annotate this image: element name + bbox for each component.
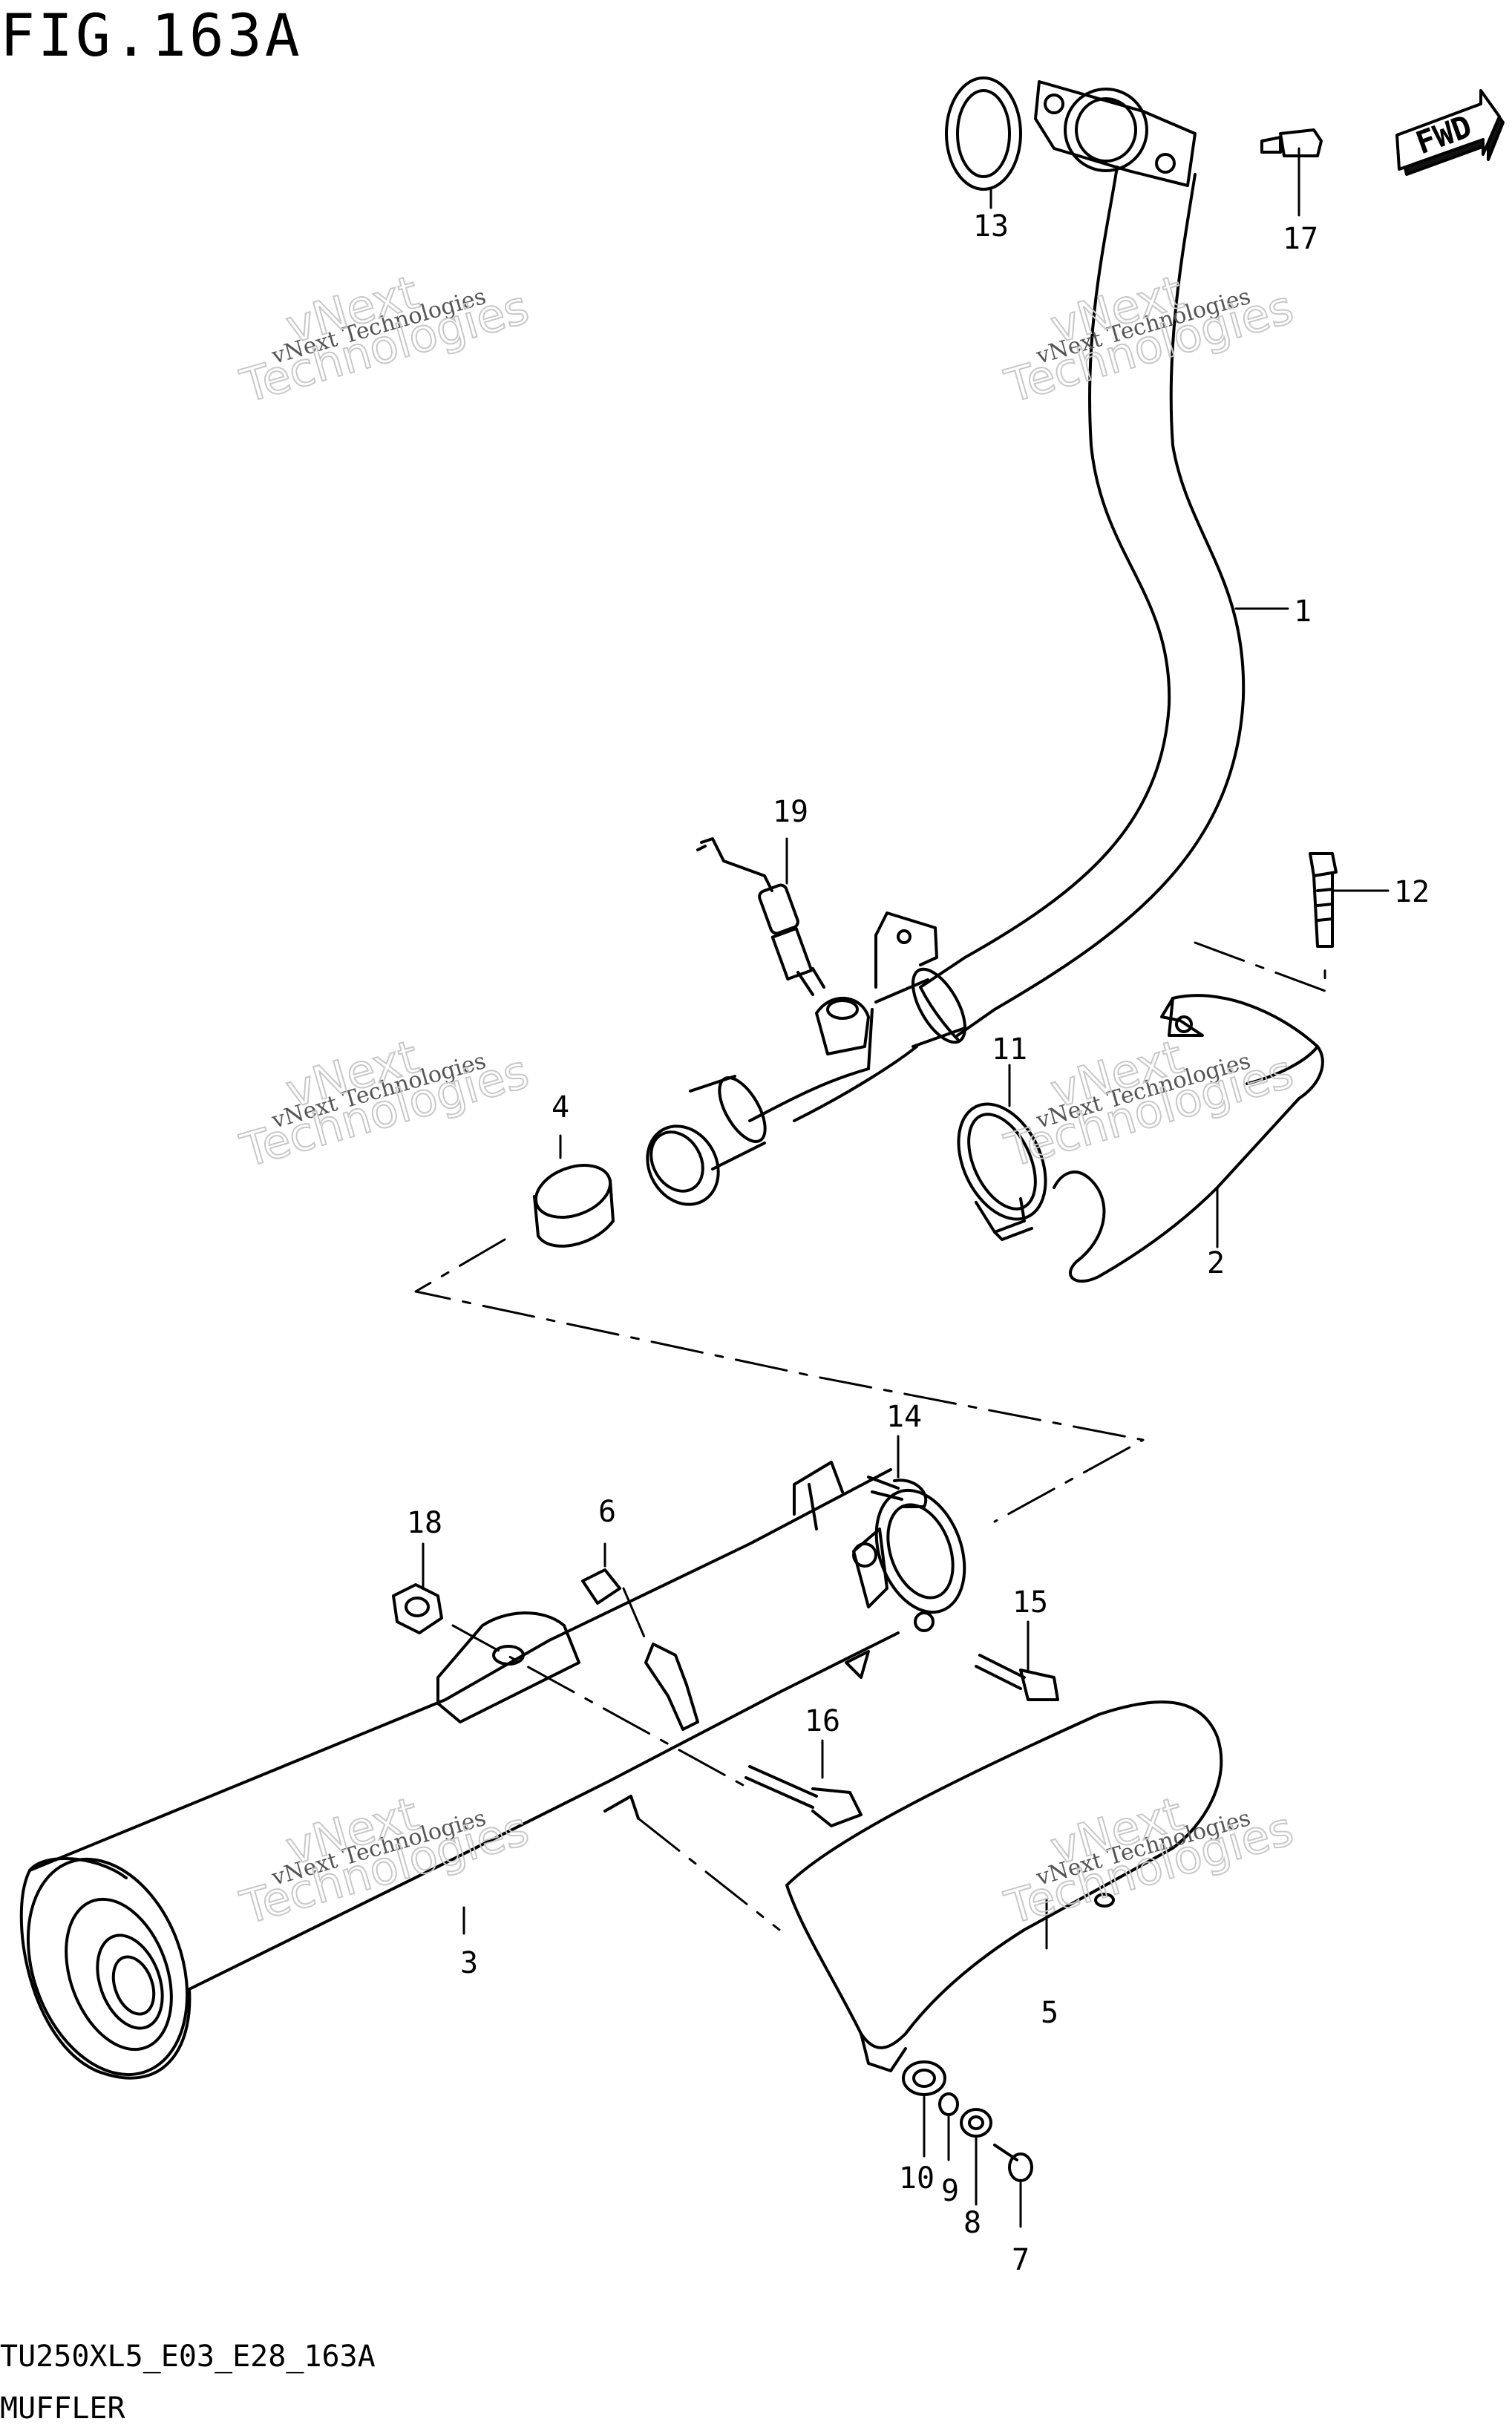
callout-18: 18 [407, 1506, 442, 1540]
callout-5: 5 [1041, 1996, 1058, 2030]
callout-16: 16 [805, 1704, 840, 1738]
callout-2: 2 [1207, 1246, 1225, 1280]
callout-4: 4 [552, 1090, 569, 1124]
heat-shield-2 [1053, 994, 1324, 1283]
callout-1: 1 [1294, 595, 1312, 629]
bolt-12 [1309, 852, 1338, 948]
figure-name: MUFFLER [0, 2391, 125, 2426]
exhaust-pipe [646, 166, 1246, 1206]
gasket-4 [533, 1164, 615, 1248]
gasket-13 [945, 76, 1022, 191]
damper-6 [581, 1568, 699, 1731]
callout-17: 17 [1283, 222, 1318, 256]
callout-9: 9 [941, 2174, 959, 2208]
exhaust-flange [1034, 80, 1197, 187]
leader-lines [422, 147, 1390, 2228]
callout-15: 15 [1012, 1585, 1048, 1620]
oxygen-sensor-19 [696, 837, 825, 996]
callout-8: 8 [963, 2206, 981, 2240]
callout-6: 6 [598, 1495, 616, 1529]
callout-3: 3 [460, 1946, 478, 1980]
muffler-3 [19, 1461, 966, 2080]
callout-labels: 1 2 3 4 5 6 7 8 9 10 11 12 13 14 15 16 1… [407, 209, 1430, 2277]
bolt-14 [867, 1476, 928, 1508]
callout-12: 12 [1394, 875, 1430, 909]
figure-title: FIG.163A [0, 3, 303, 70]
bolt-17 [1260, 128, 1323, 157]
fwd-arrow-icon [1395, 89, 1505, 176]
bolt-16 [744, 1765, 863, 1827]
callout-7: 7 [1012, 2243, 1030, 2277]
callout-13: 13 [973, 209, 1009, 243]
clamp-11 [957, 1102, 1047, 1241]
assembly-lines [414, 941, 1326, 1931]
figure-code: TU250XL5_E03_E28_163A [0, 2340, 376, 2374]
nut-18 [392, 1583, 443, 1634]
callout-14: 14 [886, 1400, 922, 1434]
muffler-cover-5 [785, 1700, 1223, 2072]
callout-19: 19 [773, 795, 808, 829]
callout-11: 11 [992, 1032, 1027, 1067]
watermarks: vNext Technologies vNext Technologies vN… [234, 264, 1300, 1936]
callout-10: 10 [899, 2161, 935, 2196]
hardware-stack [902, 2060, 1033, 2182]
bolt-15 [975, 1654, 1059, 1701]
